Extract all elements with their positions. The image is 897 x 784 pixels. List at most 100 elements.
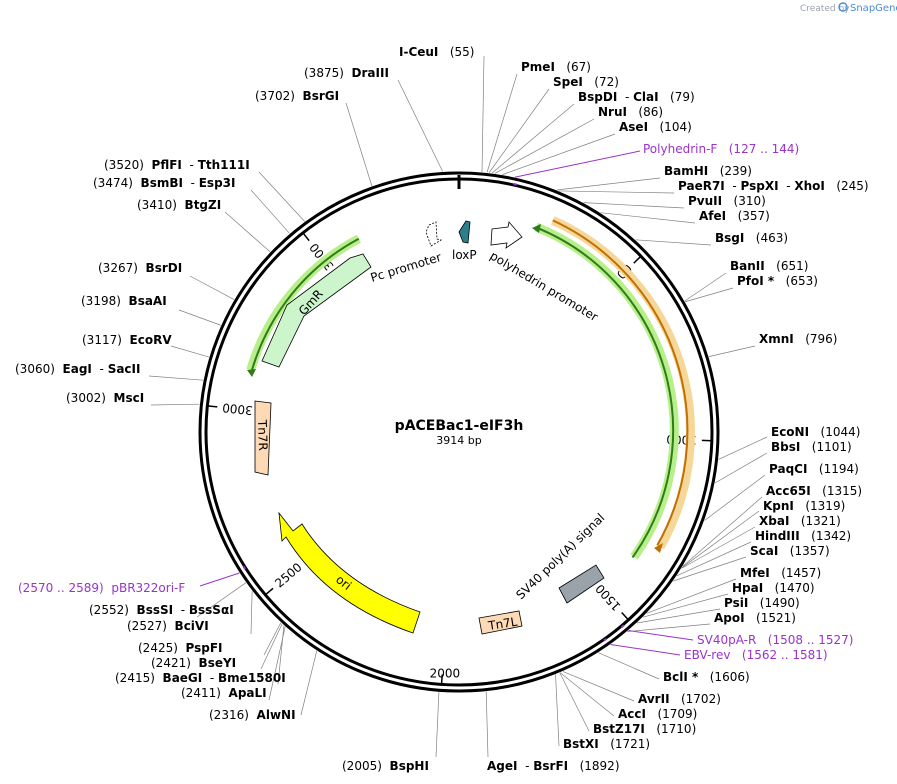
site-position: (651) — [776, 259, 808, 273]
site-name: NruI — [598, 105, 627, 119]
site-position: (104) — [660, 120, 692, 134]
site-position: (796) — [805, 332, 837, 346]
site-position: (245) — [836, 179, 868, 193]
spacer — [129, 603, 137, 617]
spacer — [794, 332, 805, 346]
site-labels: I-CeuI (55)PmeI (67)SpeI (72)BspDI - Cla… — [15, 45, 869, 773]
site-position: (463) — [756, 231, 788, 245]
site-name: XmnI — [759, 332, 794, 346]
primer-marks — [242, 182, 625, 642]
site-position: (1521) — [756, 611, 796, 625]
site-name: PaqCI — [769, 462, 807, 476]
enzyme-leader — [555, 674, 560, 747]
site-name: BsrDI — [146, 261, 183, 275]
spacer — [800, 440, 811, 454]
enzyme-leader — [263, 622, 282, 656]
separator: - — [617, 90, 633, 104]
brand-label: SnapGene — [850, 3, 897, 14]
site-name: PfoI * — [737, 274, 775, 288]
enzyme-leader — [559, 190, 675, 194]
site-position: (67) — [566, 60, 591, 74]
gene-arc-right-glow — [534, 222, 679, 560]
site-position: (86) — [638, 105, 663, 119]
enzyme-leader — [681, 510, 760, 568]
site-position: (1490) — [760, 596, 800, 610]
tick-mark — [633, 255, 642, 264]
spacer — [104, 581, 112, 595]
spacer — [178, 641, 186, 655]
primer-mark — [242, 565, 247, 570]
feature-tn7r — [254, 400, 272, 476]
spacer — [555, 60, 566, 74]
site-position: (653) — [786, 274, 818, 288]
enzyme-label: (2552) BssSI - BssSαI — [89, 603, 234, 617]
separator: - — [517, 759, 533, 773]
site-position: (1044) — [821, 425, 861, 439]
site-position: (3060) — [15, 362, 55, 376]
site-name: I-CeuI — [399, 45, 438, 59]
enzyme-label: MfeI (1457) — [740, 566, 821, 580]
site-name: BtgZI — [185, 198, 222, 212]
enzyme-leader — [494, 118, 595, 174]
primer-label: SV40pA-R (1508 .. 1527) — [697, 633, 853, 647]
site-name: ClaI — [633, 90, 658, 104]
spacer — [221, 686, 229, 700]
spacer — [438, 45, 449, 59]
enzyme-label: BstXI (1721) — [563, 737, 650, 751]
spacer — [249, 708, 257, 722]
enzyme-leader — [598, 652, 660, 680]
snapgene-logo-icon — [838, 2, 848, 12]
enzyme-leader — [250, 189, 290, 234]
feature-label-pc-promoter: Pc promoter — [369, 250, 443, 285]
site-position: (2005) — [342, 759, 382, 773]
spacer — [778, 544, 789, 558]
site-position: (2415) — [115, 671, 155, 685]
feature-label-tn7r: Tn7R — [255, 419, 270, 451]
tick-mark — [440, 674, 443, 685]
enzyme-leader — [562, 671, 635, 702]
site-name: AccI — [618, 707, 646, 721]
spacer — [756, 633, 767, 647]
site-position: (55) — [450, 45, 475, 59]
site-name: AlwNI — [257, 708, 296, 722]
separator: - — [202, 671, 218, 685]
primer-leader — [199, 572, 240, 587]
site-name: pBR322ori-F — [111, 581, 185, 595]
site-position: (1457) — [781, 566, 821, 580]
enzyme-label: (3060) EagI - SacII — [15, 362, 140, 376]
tick-label: 3000 — [222, 400, 254, 417]
site-position: (1710) — [656, 722, 696, 736]
enzyme-label: PfoI * (653) — [737, 274, 818, 288]
site-name: PaeR7I — [678, 179, 725, 193]
enzyme-label: HindIII (1342) — [755, 529, 851, 543]
orange-region-arrowhead — [654, 543, 663, 553]
enzyme-label: NruI (86) — [598, 105, 663, 119]
enzyme-leader — [486, 73, 518, 173]
site-name: PspFI — [186, 641, 223, 655]
enzyme-label: (3702) BsrGI — [255, 89, 339, 103]
site-name: BsaAI — [129, 294, 167, 308]
enzyme-label: AfeI (357) — [699, 209, 770, 223]
feature-label-polyhedrin-promoter: polyhedrin promoter — [487, 249, 600, 325]
site-position: (357) — [738, 209, 770, 223]
enzyme-label: HpaI (1470) — [732, 581, 815, 595]
spacer — [55, 362, 63, 376]
primer-label: Polyhedrin-F (127 .. 144) — [643, 142, 799, 156]
site-name: HpaI — [732, 581, 763, 595]
enzyme-leader — [150, 403, 200, 406]
site-position: (1319) — [805, 499, 845, 513]
site-position: (127 .. 144) — [729, 142, 799, 156]
tick-mark — [621, 611, 629, 621]
tick-mark — [302, 232, 310, 242]
enzyme-label: BstZ17I (1710) — [593, 722, 696, 736]
separator: - — [92, 362, 108, 376]
site-position: (1892) — [580, 759, 620, 773]
site-position: (3410) — [137, 198, 177, 212]
site-name: BsgI — [715, 231, 744, 245]
feature-sv40-polya — [558, 564, 605, 604]
enzyme-label: PaeR7I - PspXI - XhoI (245) — [678, 179, 869, 193]
enzyme-label: (3520) PflFI - Tth111I — [104, 158, 250, 172]
site-name: AvrII — [638, 692, 670, 706]
enzyme-label: (3410) BtgZI — [137, 198, 221, 212]
feature-pc-promoter — [425, 221, 443, 247]
